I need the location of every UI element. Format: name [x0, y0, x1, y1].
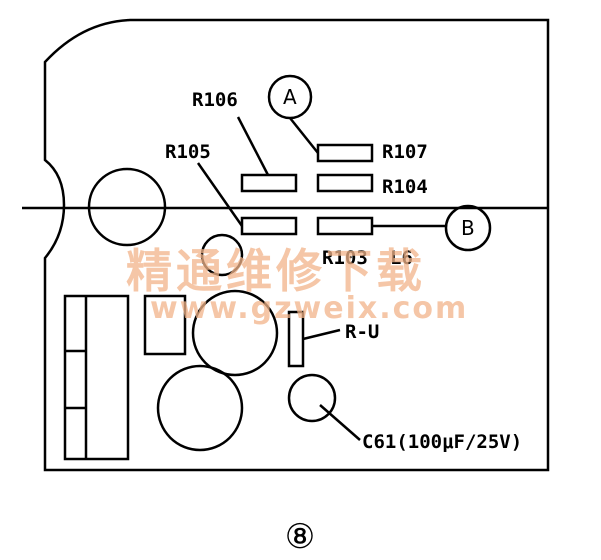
- watermark-text: 精通维修下载: [126, 244, 426, 298]
- leader-r105: [196, 162, 244, 227]
- leader-r106: [236, 116, 270, 176]
- resistor-r103: [316, 216, 374, 236]
- label-r103: R103: [322, 247, 368, 269]
- label-r105: R105: [165, 141, 211, 163]
- label-point-a: A: [283, 85, 297, 109]
- connector-block: [63, 294, 130, 461]
- label-ru: R-U: [345, 321, 379, 343]
- large-circle-top: [87, 167, 167, 247]
- leader-a: [289, 117, 319, 154]
- resistor-r104: [316, 173, 374, 193]
- label-point-b: B: [461, 216, 475, 240]
- figure-number: ⑧: [285, 517, 315, 557]
- small-rect-component: [143, 294, 187, 356]
- leader-c61: [319, 404, 361, 441]
- label-l6: L6: [390, 247, 413, 269]
- mid-circle: [191, 289, 279, 377]
- board-outline: [43, 18, 550, 472]
- leader-ru: [302, 328, 341, 341]
- label-r104: R104: [382, 176, 428, 198]
- small-circle: [200, 233, 244, 277]
- label-r106: R106: [192, 89, 238, 111]
- resistor-r107: [316, 143, 374, 163]
- resistor-r106: [240, 173, 298, 193]
- label-r107: R107: [382, 141, 428, 163]
- bottom-circle: [156, 364, 244, 452]
- resistor-r105: [240, 216, 298, 236]
- watermark-url: www.gzweix.com: [150, 291, 468, 326]
- point-b-circle: [444, 204, 492, 252]
- point-a-circle: [267, 74, 313, 120]
- capacitor-c61: [287, 373, 337, 423]
- label-c61: C61(100μF/25V): [362, 431, 522, 453]
